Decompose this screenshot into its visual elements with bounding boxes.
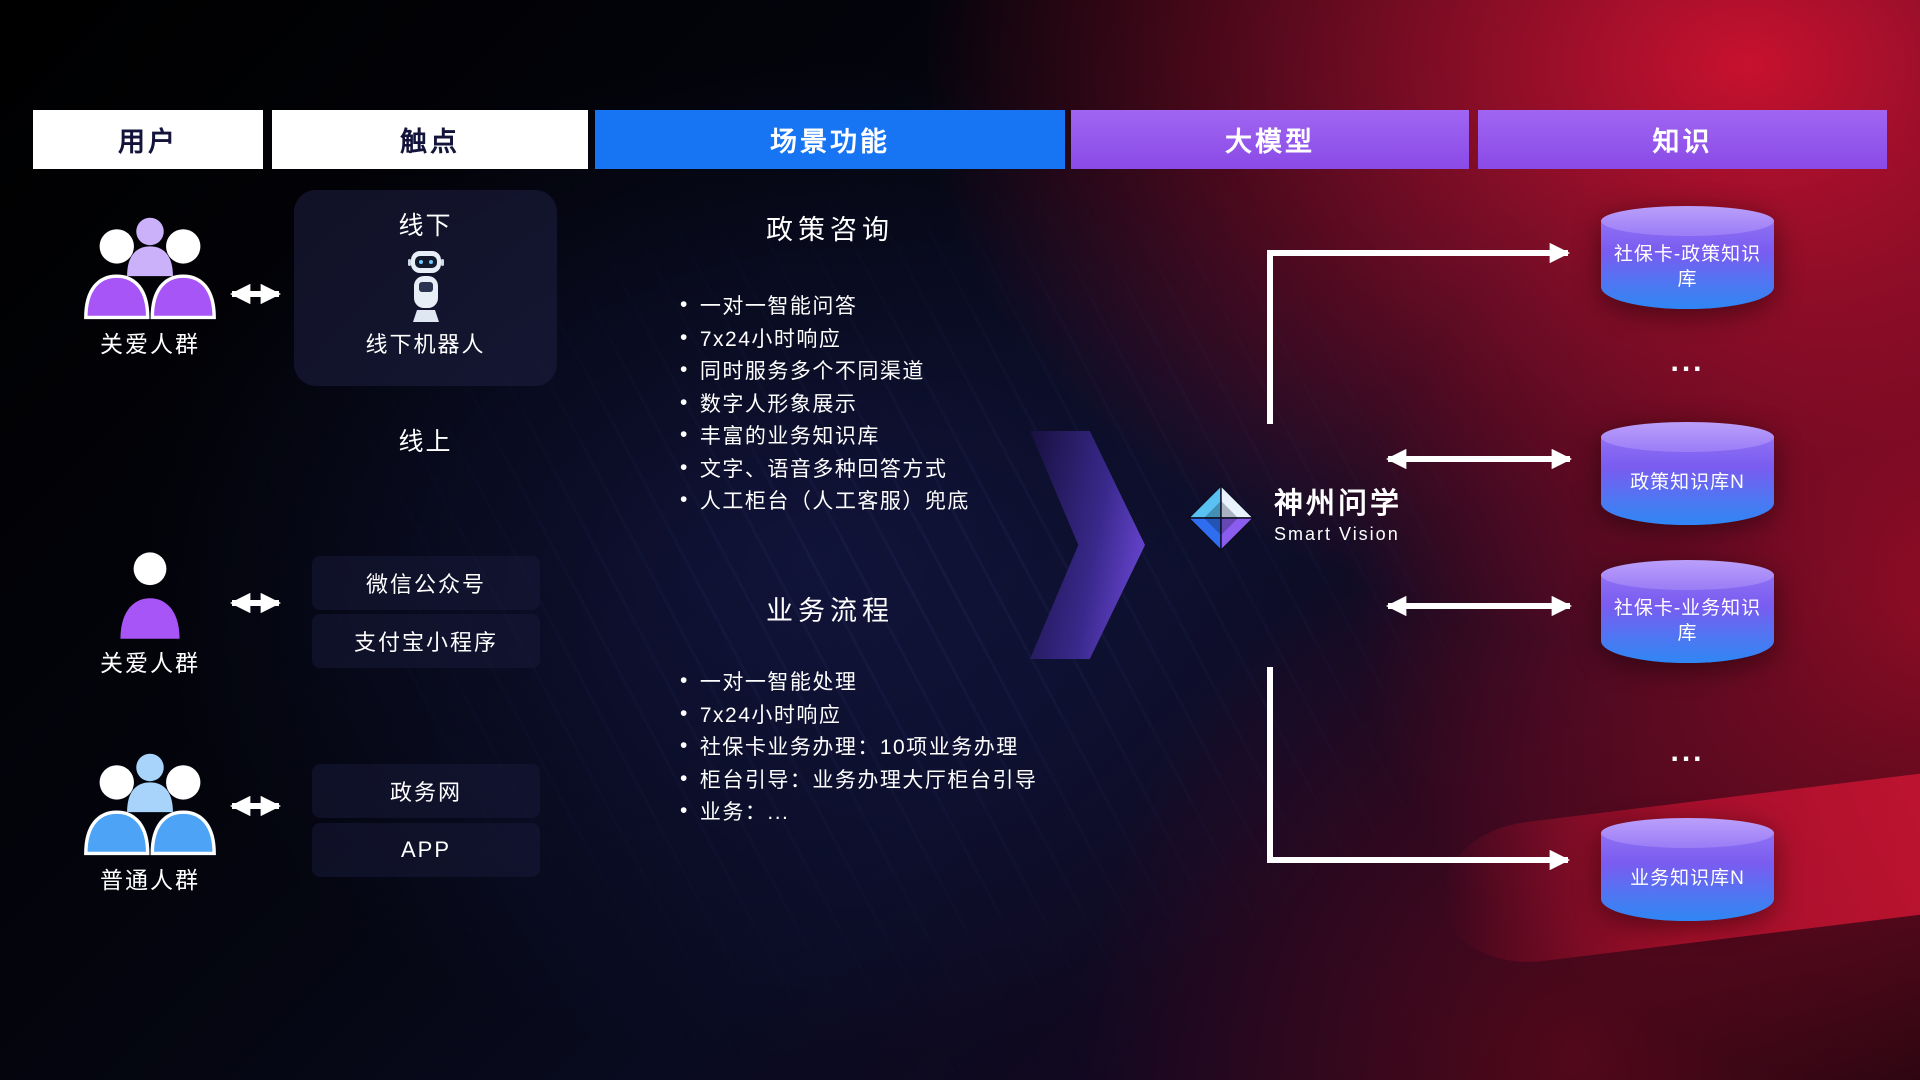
channel-label: 政务网 xyxy=(389,780,462,805)
bullet-item: 一对一智能问答 xyxy=(680,289,970,322)
online-title: 线上 xyxy=(398,428,453,456)
people-group-icon xyxy=(84,217,216,320)
kb-cylinder-business-shebao: 社保卡-业务知识库 xyxy=(1601,560,1774,663)
user-label: 普通人群 xyxy=(100,867,200,893)
channel-label: 微信公众号 xyxy=(365,572,486,597)
header-knowledge-label: 知识 xyxy=(1652,127,1713,157)
header-users: 用户 xyxy=(33,110,263,169)
header-knowledge: 知识 xyxy=(1478,110,1887,169)
bullet-item: 一对一智能处理 xyxy=(680,665,1037,698)
model-subtitle: Smart Vision xyxy=(1274,524,1400,544)
bullet-item: 同时服务多个不同渠道 xyxy=(680,354,970,387)
channel-label: 支付宝小程序 xyxy=(353,630,498,655)
model-logo-text: 神州问学 Smart Vision xyxy=(1274,487,1402,546)
business-bullet-list: 一对一智能处理 7x24小时响应 社保卡业务办理：10项业务办理 柜台引导：业务… xyxy=(680,665,1037,828)
scenario-title-policy: 政策咨询 xyxy=(766,215,894,245)
user-care-group-1: 关爱人群 xyxy=(55,212,245,358)
user-general-group: 普通人群 xyxy=(55,748,245,894)
bullet-item: 业务：... xyxy=(680,795,1037,828)
scenario-title-business: 业务流程 xyxy=(766,596,894,626)
diamond-gem-icon xyxy=(1186,483,1256,553)
cylinder-top xyxy=(1601,560,1774,590)
cylinder-top xyxy=(1601,818,1774,848)
kb-cylinder-business-n: 业务知识库N xyxy=(1601,818,1774,921)
channel-label: APP xyxy=(400,837,452,862)
header-large-model-label: 大模型 xyxy=(1225,127,1315,157)
header-large-model: 大模型 xyxy=(1071,110,1469,169)
bullet-item: 社保卡业务办理：10项业务办理 xyxy=(680,730,1037,763)
person-icon xyxy=(120,552,180,639)
bullet-item: 文字、语音多种回答方式 xyxy=(680,452,970,485)
bullet-item: 7x24小时响应 xyxy=(680,698,1037,731)
cylinder-top xyxy=(1601,206,1774,236)
kb-cylinder-policy-n: 政策知识库N xyxy=(1601,422,1774,525)
channel-wechat: 微信公众号 xyxy=(312,556,540,610)
header-scenarios: 场景功能 xyxy=(595,110,1065,169)
bullet-item: 数字人形象展示 xyxy=(680,387,970,420)
people-group-icon xyxy=(84,753,216,856)
ellipsis-top: ... xyxy=(1670,345,1705,378)
header-touchpoints-label: 触点 xyxy=(400,127,460,157)
user-label: 关爱人群 xyxy=(100,331,200,357)
cylinder-top xyxy=(1601,422,1774,452)
header-users-label: 用户 xyxy=(118,127,178,157)
channel-alipay: 支付宝小程序 xyxy=(312,614,540,668)
user-care-group-2: 关爱人群 xyxy=(55,549,245,677)
bullet-item: 人工柜台（人工客服）兜底 xyxy=(680,484,970,517)
offline-touchpoint-card: 线下 线下机器人 xyxy=(294,190,557,386)
channel-app: APP xyxy=(312,823,540,877)
header-scenarios-label: 场景功能 xyxy=(770,127,890,157)
kb-cylinder-policy-shebao: 社保卡-政策知识库 xyxy=(1601,206,1774,309)
bullet-item: 7x24小时响应 xyxy=(680,322,970,355)
channel-gov-web: 政务网 xyxy=(312,764,540,818)
robot-icon xyxy=(407,251,444,322)
bullet-item: 丰富的业务知识库 xyxy=(680,419,970,452)
model-name: 神州问学 xyxy=(1274,488,1403,520)
kb-label: 业务知识库N xyxy=(1601,832,1774,921)
user-label: 关爱人群 xyxy=(100,650,200,676)
policy-bullet-list: 一对一智能问答 7x24小时响应 同时服务多个不同渠道 数字人形象展示 丰富的业… xyxy=(680,289,970,517)
offline-robot-label: 线下机器人 xyxy=(365,332,486,357)
header-touchpoints: 触点 xyxy=(272,110,588,169)
offline-title: 线下 xyxy=(398,212,453,240)
bullet-item: 柜台引导：业务办理大厅柜台引导 xyxy=(680,763,1037,796)
ellipsis-bottom: ... xyxy=(1670,735,1705,768)
